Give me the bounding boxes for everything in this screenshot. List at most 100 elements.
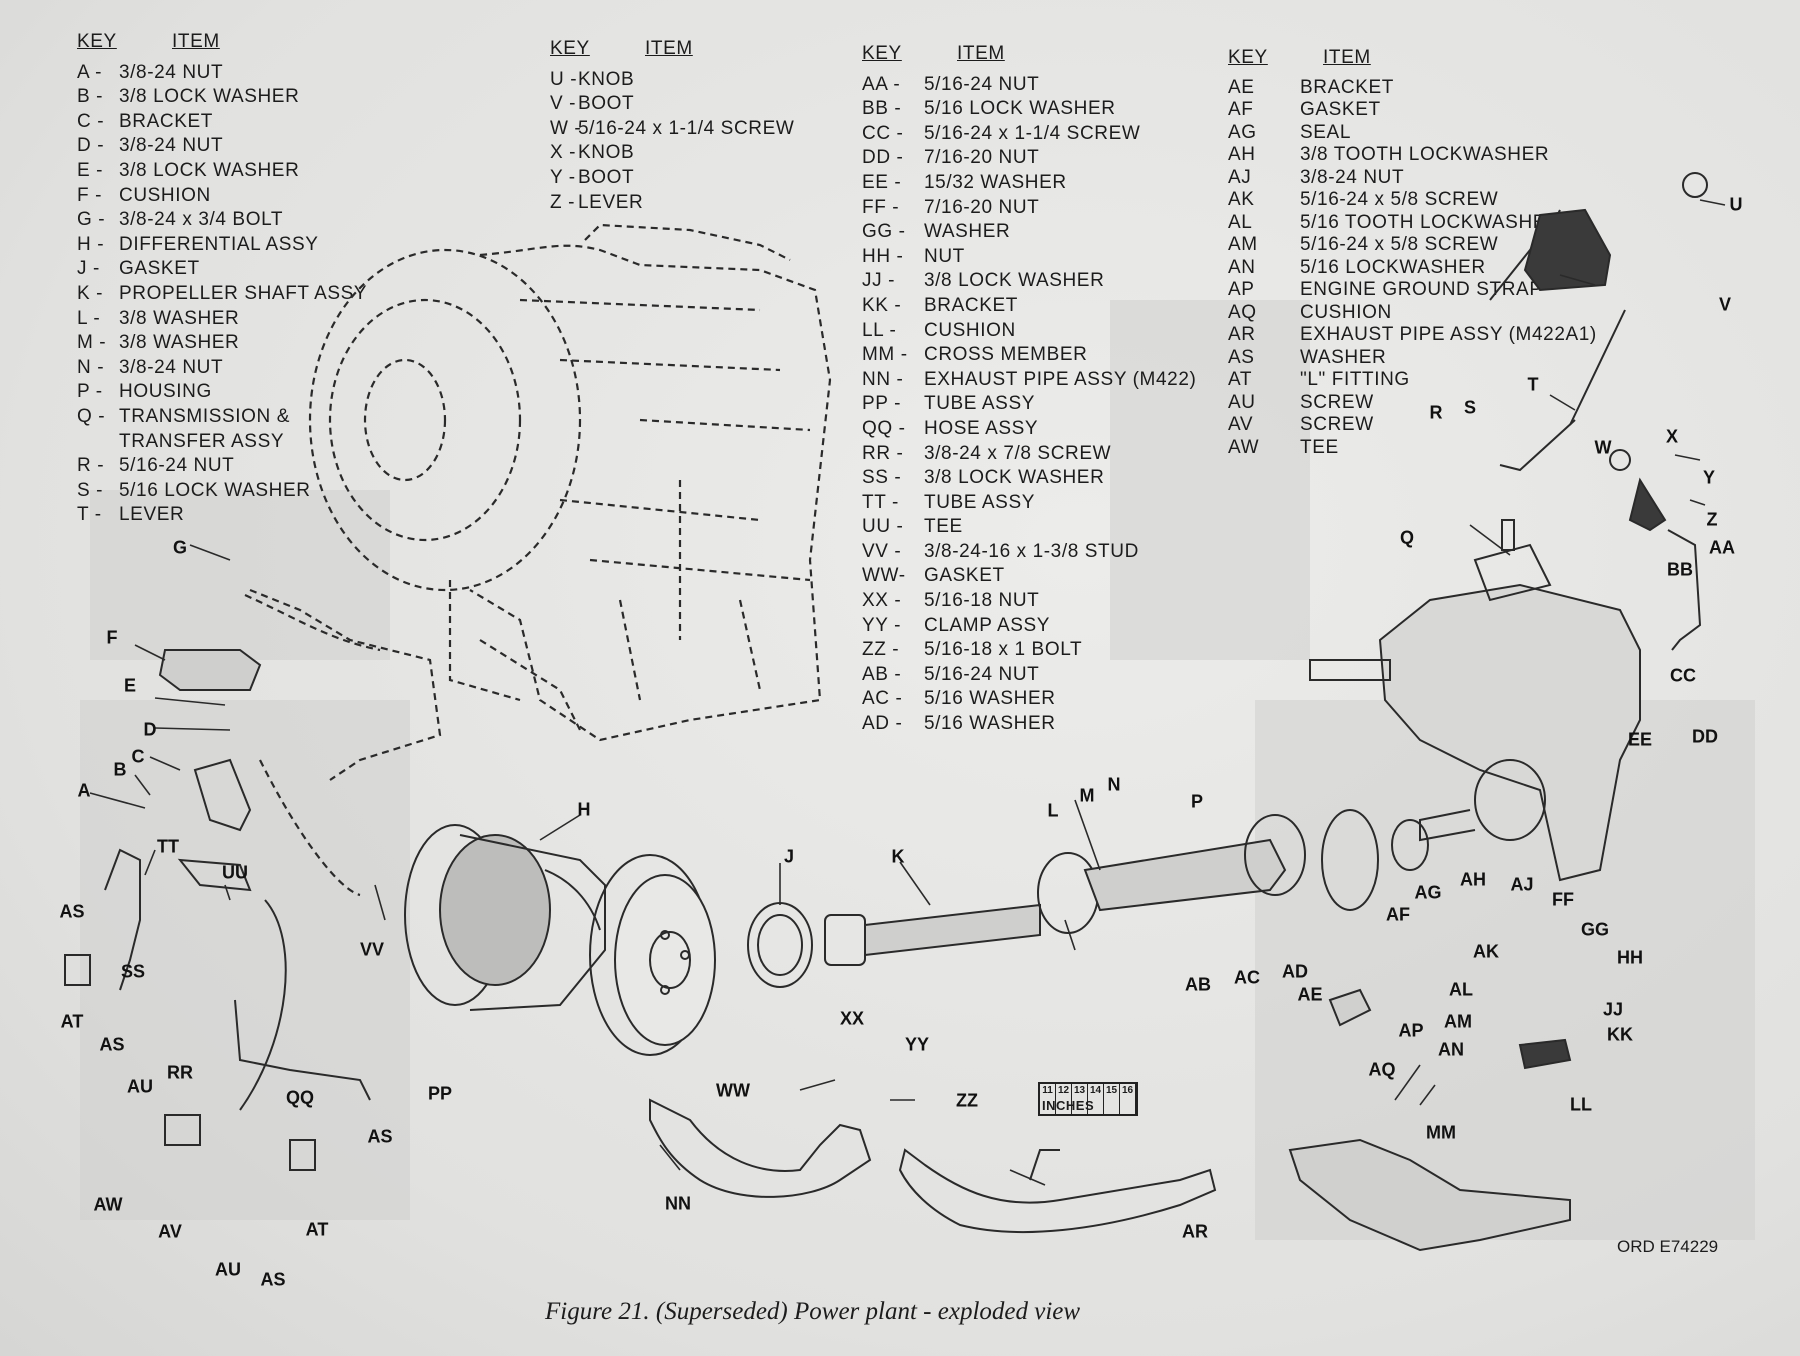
legend-key: YY -: [862, 614, 902, 636]
callout-xx: XX: [839, 1008, 865, 1029]
legend-row: HH -NUT: [862, 245, 1196, 270]
callout-ww: WW: [716, 1080, 750, 1101]
lever-t: [1499, 419, 1576, 472]
legend-row: ZZ -5/16-18 x 1 BOLT: [862, 638, 1196, 663]
legend-key: GG -: [862, 221, 906, 243]
legend-item: TEE: [924, 516, 963, 538]
legend-row: G -3/8-24 x 3/4 BOLT: [77, 208, 367, 233]
legend-item: 5/16-24 x 1-1/4 SCREW: [578, 117, 795, 139]
legend-row: XX -5/16-18 NUT: [862, 589, 1196, 614]
legend-key: L -: [77, 307, 101, 329]
legend-item: 15/32 WASHER: [924, 171, 1067, 193]
callout-tt: TT: [157, 836, 179, 857]
callout-ad: AD: [1282, 961, 1308, 982]
legend-key: NN -: [862, 368, 904, 390]
legend-key: AJ: [1228, 166, 1252, 188]
legend-row: DD -7/16-20 NUT: [862, 146, 1196, 171]
callout-ff: FF: [1552, 889, 1574, 910]
legend-key: HH -: [862, 245, 904, 267]
legend-key: AD -: [862, 713, 903, 735]
legend-key: XX -: [862, 590, 902, 612]
legend-key: BB -: [862, 98, 902, 120]
legend-key: AV: [1228, 414, 1254, 436]
legend-item: CROSS MEMBER: [924, 344, 1088, 366]
callout-aa: AA: [1709, 537, 1735, 558]
legend-row: S -5/16 LOCK WASHER: [77, 479, 367, 504]
legend-key: KK -: [862, 294, 902, 316]
legend-row: AJ 3/8-24 NUT: [1228, 167, 1597, 190]
legend-row: L -3/8 WASHER: [77, 307, 367, 332]
callout-uu: UU: [222, 862, 248, 883]
legend-item: CLAMP ASSY: [924, 614, 1051, 636]
legend-row: E -3/8 LOCK WASHER: [77, 159, 367, 184]
legend-item: DIFFERENTIAL ASSY: [119, 233, 319, 255]
legend-item: CUSHION: [924, 319, 1016, 341]
legend-row: B -3/8 LOCK WASHER: [77, 85, 367, 110]
legend-item: 3/8-24 NUT: [1300, 166, 1405, 188]
legend-row: JJ -3/8 LOCK WASHER: [862, 269, 1196, 294]
legend-row: H -DIFFERENTIAL ASSY: [77, 233, 367, 258]
callout-aq: AQ: [1368, 1059, 1396, 1080]
callout-au: AU: [215, 1259, 241, 1280]
legend-key: S -: [77, 479, 104, 501]
callout-n: N: [1107, 774, 1121, 795]
legend-row: YY - CLAMP ASSY: [862, 614, 1196, 639]
callout-e: E: [123, 675, 137, 696]
legend-key: AC -: [862, 688, 903, 710]
legend-item-header: ITEM: [645, 38, 693, 59]
legend-row: UU -TEE: [862, 515, 1196, 540]
legend-row: W -5/16-24 x 1-1/4 SCREW: [550, 117, 794, 142]
housing-drawing: [1037, 814, 1306, 934]
legend-row: Z -LEVER: [550, 191, 794, 216]
bracket-c: [193, 758, 252, 832]
legend-item: 5/16-24 x 5/8 SCREW: [1300, 234, 1499, 256]
legend-item-header: ITEM: [172, 31, 220, 52]
callout-nn: NN: [665, 1193, 691, 1214]
legend-item: KNOB: [578, 142, 635, 164]
legend-key: AF: [1228, 99, 1254, 121]
legend-key: FF -: [862, 196, 900, 218]
legend-key: CC -: [862, 122, 904, 144]
callout-ll: LL: [1570, 1094, 1592, 1115]
legend-key: AU: [1228, 391, 1256, 413]
legend-key: AE: [1228, 76, 1255, 98]
legend-key: D -: [77, 135, 105, 157]
legend-key: W -: [550, 117, 582, 139]
legend-item: LEVER: [119, 504, 185, 526]
scale-tick: 15: [1104, 1084, 1120, 1114]
legend-key: AP: [1228, 279, 1255, 301]
scale-label: INCHES: [1042, 1098, 1095, 1113]
scale-tick: 11: [1040, 1084, 1056, 1114]
legend-key: AL: [1228, 211, 1253, 233]
legend-key: B -: [77, 86, 104, 108]
legend-key: ZZ -: [862, 639, 900, 661]
legend-item: GASKET: [1300, 99, 1381, 121]
legend-item: KNOB: [578, 68, 635, 90]
legend-row: M -3/8 WASHER: [77, 331, 367, 356]
legend-item: TUBE ASSY: [924, 491, 1035, 513]
legend-key: EE -: [862, 171, 902, 193]
callout-c: C: [131, 746, 145, 767]
callout-vv: VV: [359, 939, 385, 960]
callout-ss: SS: [120, 961, 146, 982]
legend-key: R -: [77, 455, 105, 477]
legend-row: TT -TUBE ASSY: [862, 491, 1196, 516]
callout-ab: AB: [1185, 974, 1211, 995]
callout-ac: AC: [1234, 967, 1260, 988]
callout-l: L: [1047, 800, 1059, 821]
ord-number: ORD E74229: [1617, 1237, 1719, 1256]
legend-item: EXHAUST PIPE ASSY (M422A1): [1300, 324, 1597, 346]
exhaust-pipe-nn: [649, 1098, 872, 1198]
legend-key: N -: [77, 356, 105, 378]
legend-key: QQ -: [862, 417, 906, 439]
tee-uu: [177, 858, 252, 892]
boot-v: [1523, 208, 1612, 292]
